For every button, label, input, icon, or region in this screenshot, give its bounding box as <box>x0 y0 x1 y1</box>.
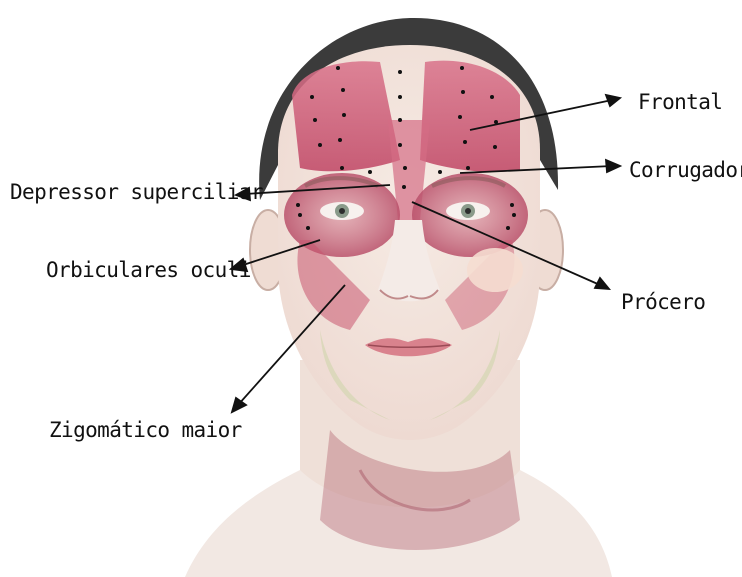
label-frontal: Frontal <box>638 90 722 114</box>
label-depressor-superciliar: Depressor superciliar <box>10 180 263 204</box>
label-corrugador: Corrugador <box>629 158 742 182</box>
label-zigomatico-maior: Zigomático maior <box>49 418 242 442</box>
label-orbiculares-oculi: Orbiculares oculi <box>46 258 251 282</box>
label-procero: Prócero <box>621 290 705 314</box>
